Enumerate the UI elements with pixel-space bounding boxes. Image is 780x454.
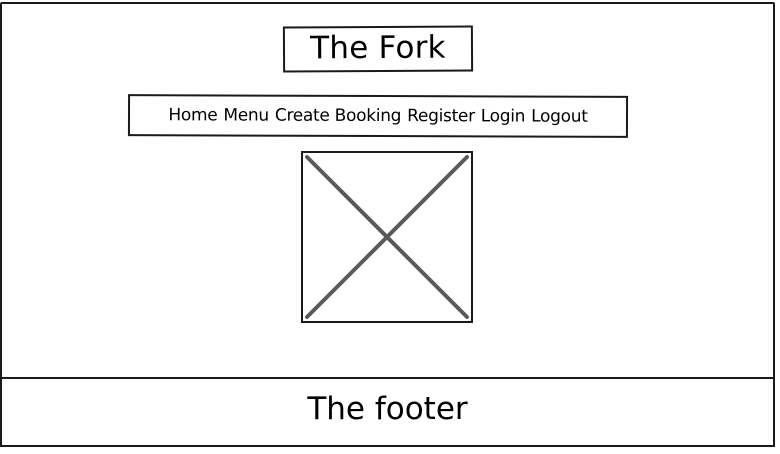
nav-item-home[interactable]: Home: [168, 105, 218, 126]
site-title-text: The Fork: [310, 29, 446, 67]
placeholder-cross-line-b: [305, 155, 469, 319]
nav-item-login[interactable]: Login: [480, 106, 526, 127]
nav-item-logout[interactable]: Logout: [531, 106, 588, 127]
footer-text: The footer: [307, 391, 468, 427]
footer: The footer: [0, 377, 775, 447]
image-placeholder-icon: [305, 155, 469, 319]
nav-item-menu[interactable]: Menu: [223, 105, 269, 126]
image-placeholder: [301, 151, 473, 323]
page-frame: [0, 2, 775, 445]
nav-item-create-booking[interactable]: Create Booking: [274, 105, 402, 127]
site-title: The Fork: [282, 25, 474, 73]
nav-item-register[interactable]: Register: [407, 106, 475, 127]
nav-bar: Home Menu Create Booking Register Login …: [127, 94, 629, 138]
